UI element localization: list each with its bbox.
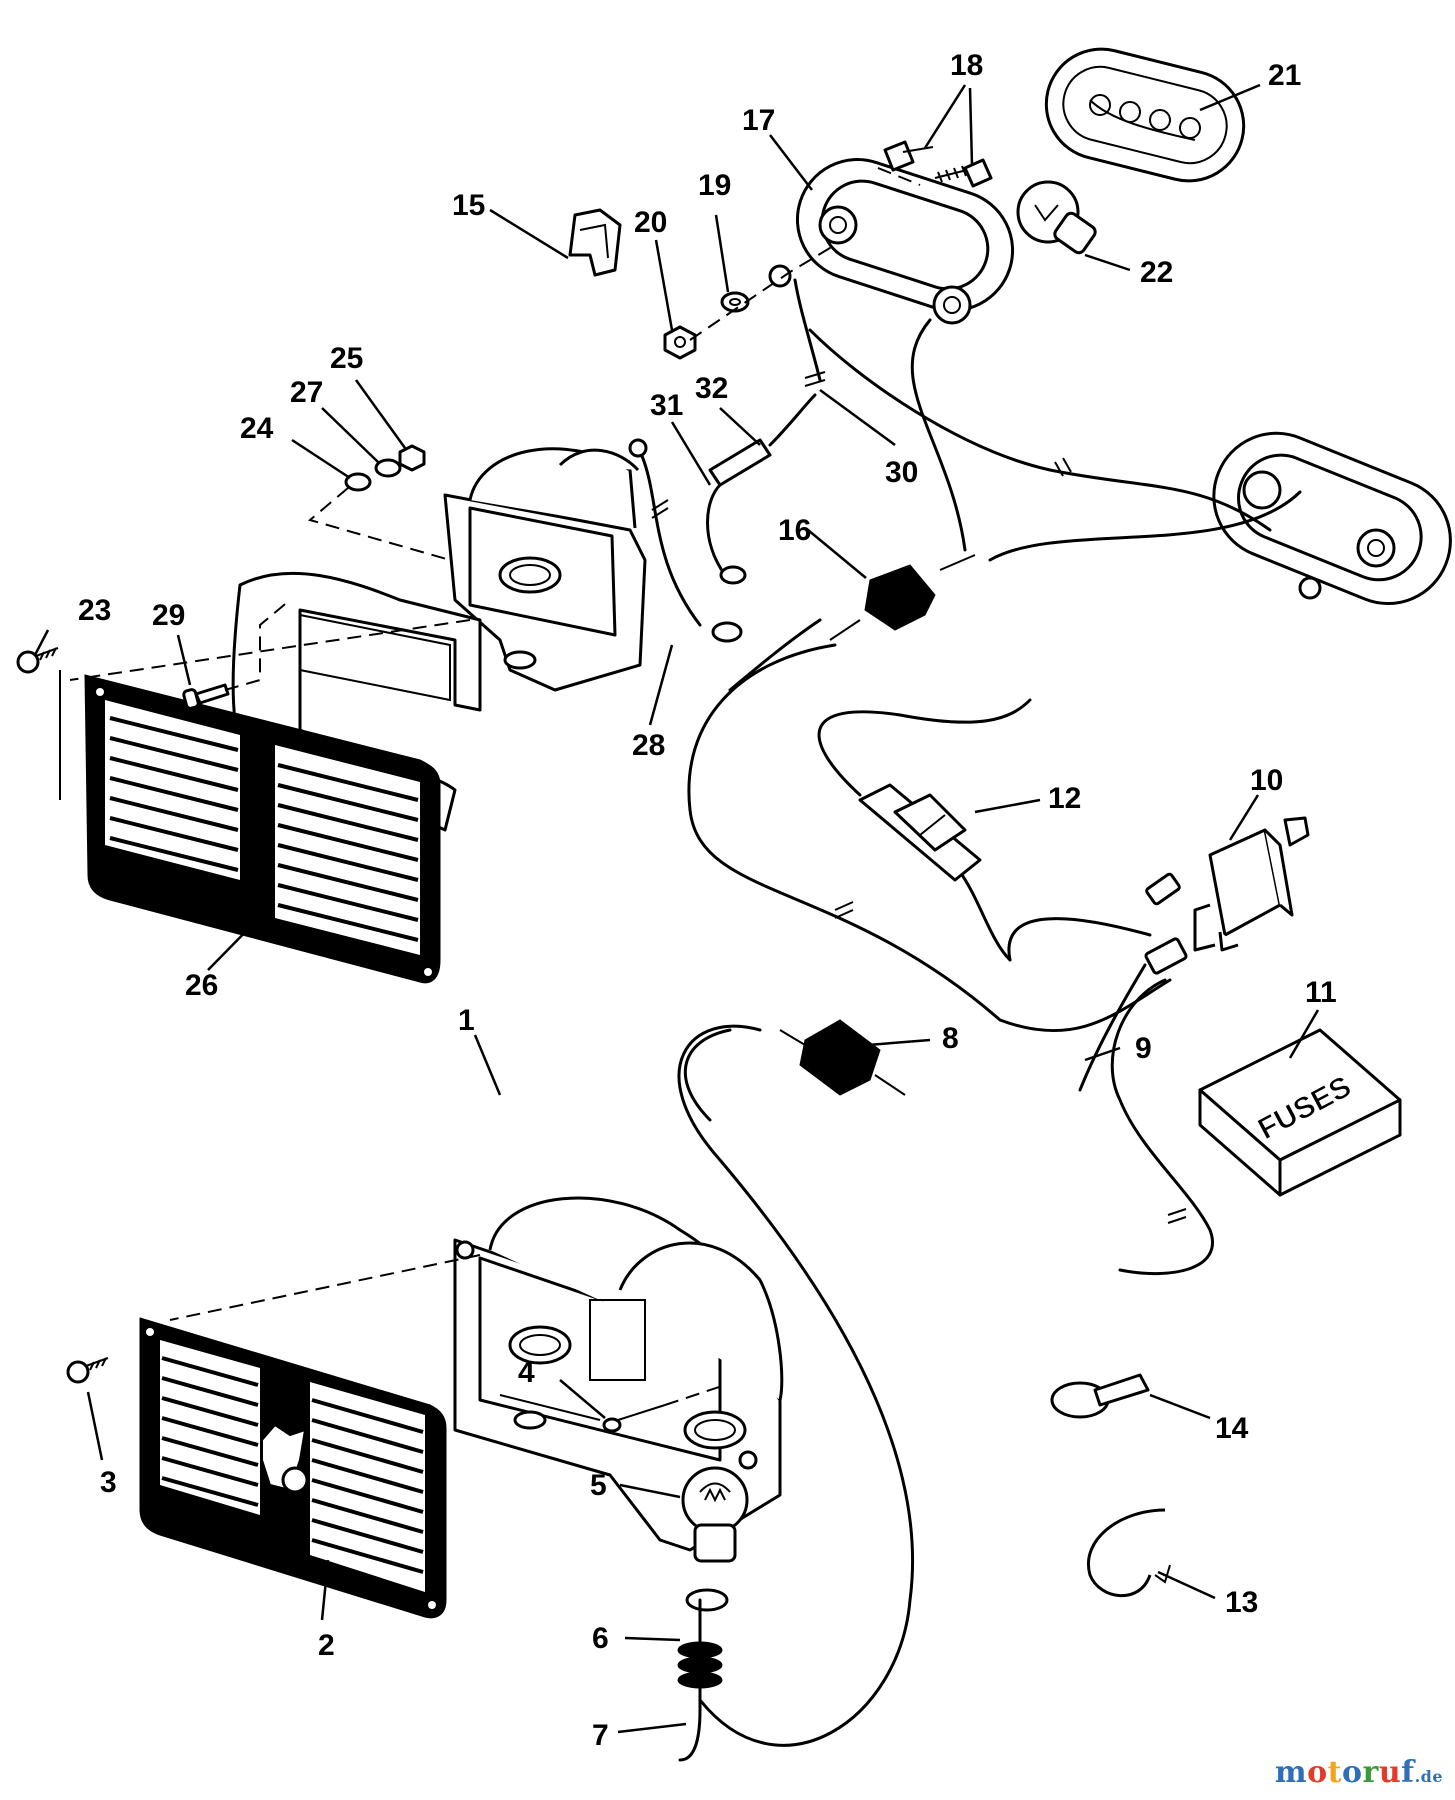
watermark-letter: m (1274, 1755, 1308, 1790)
callout-19: 19 (698, 169, 731, 202)
callout-8: 8 (942, 1022, 959, 1055)
callout-29: 29 (152, 599, 185, 632)
callout-10: 10 (1250, 764, 1283, 797)
tail-light-lens (1044, 47, 1246, 183)
callout-6: 6 (592, 1622, 609, 1655)
headlight-housing-upper (443, 447, 647, 692)
callout-15: 15 (452, 189, 485, 222)
callout-9: 9 (1135, 1032, 1152, 1065)
callout-7: 7 (592, 1719, 609, 1752)
wire-clip (568, 208, 622, 277)
callout-17: 17 (742, 104, 775, 137)
tail-light-bulb (1016, 180, 1097, 255)
callout-4: 4 (518, 1356, 535, 1389)
alignment-lines (69, 619, 481, 1321)
fuse-box: FUSES (1198, 1028, 1402, 1197)
callout-27: 27 (290, 376, 323, 409)
callout-28: 28 (632, 729, 665, 762)
callout-16: 16 (778, 514, 811, 547)
tail-light-housing-left (795, 158, 1015, 325)
callout-22: 22 (1140, 256, 1173, 289)
inline-fuse-holder (858, 783, 982, 882)
screw-pair (877, 140, 993, 188)
callout-18: 18 (950, 49, 983, 82)
grille-screw-upper (16, 647, 59, 674)
harness-plug (1144, 872, 1188, 975)
watermark-logo: motoruf.de (1275, 1755, 1443, 1790)
nut-and-washer (663, 244, 836, 360)
watermark-letter: f (1401, 1755, 1415, 1790)
callout-11: 11 (1305, 976, 1337, 1009)
watermark-letter: o (1307, 1755, 1328, 1790)
headlight-grille-lower (139, 1317, 447, 1619)
wire-break-marks (651, 371, 1187, 1224)
hose-clamp (1087, 1508, 1171, 1598)
headlight-bulb (681, 1466, 749, 1563)
watermark-letter: u (1378, 1755, 1402, 1790)
callout-1: 1 (458, 1004, 475, 1037)
watermark-letter: o (1342, 1755, 1363, 1790)
washer-stack (307, 444, 451, 561)
callout-14: 14 (1215, 1412, 1249, 1445)
housing-pin (602, 1384, 726, 1433)
callout-2: 2 (318, 1629, 335, 1662)
watermark-letter: t (1327, 1755, 1343, 1790)
main-harness (687, 318, 1302, 1276)
plate-bolt (182, 599, 291, 710)
callout-24: 24 (240, 412, 274, 445)
callout-numbers: 1 2 3 4 5 6 7 8 9 10 11 12 13 14 15 16 1… (78, 49, 1337, 1752)
callout-21: 21 (1268, 59, 1301, 92)
callout-20: 20 (634, 206, 667, 239)
callout-13: 13 (1225, 1586, 1258, 1619)
callout-3: 3 (100, 1466, 117, 1499)
callout-5: 5 (590, 1469, 607, 1502)
connector-16 (829, 554, 976, 641)
callout-23: 23 (78, 594, 111, 627)
callout-31: 31 (650, 389, 683, 422)
watermark-suffix: .de (1414, 1767, 1443, 1786)
callout-leaders (33, 83, 1320, 1734)
tail-light-housing-right (1212, 431, 1452, 606)
headlight-grille-upper (59, 670, 441, 984)
lower-lamp-wire (677, 1024, 915, 1747)
callout-32: 32 (695, 372, 728, 405)
cable-clamp (1050, 1373, 1150, 1419)
watermark-letter: r (1362, 1755, 1379, 1790)
callout-30: 30 (885, 456, 918, 489)
callout-12: 12 (1048, 782, 1081, 815)
callout-25: 25 (330, 342, 363, 375)
toggle-switch (1193, 816, 1310, 952)
grommet (677, 1588, 729, 1762)
callout-26: 26 (185, 969, 218, 1002)
connector-8 (779, 1019, 906, 1096)
mounting-plate (231, 571, 482, 832)
grille-screw-lower (66, 1357, 109, 1384)
ground-pigtails (628, 278, 822, 643)
